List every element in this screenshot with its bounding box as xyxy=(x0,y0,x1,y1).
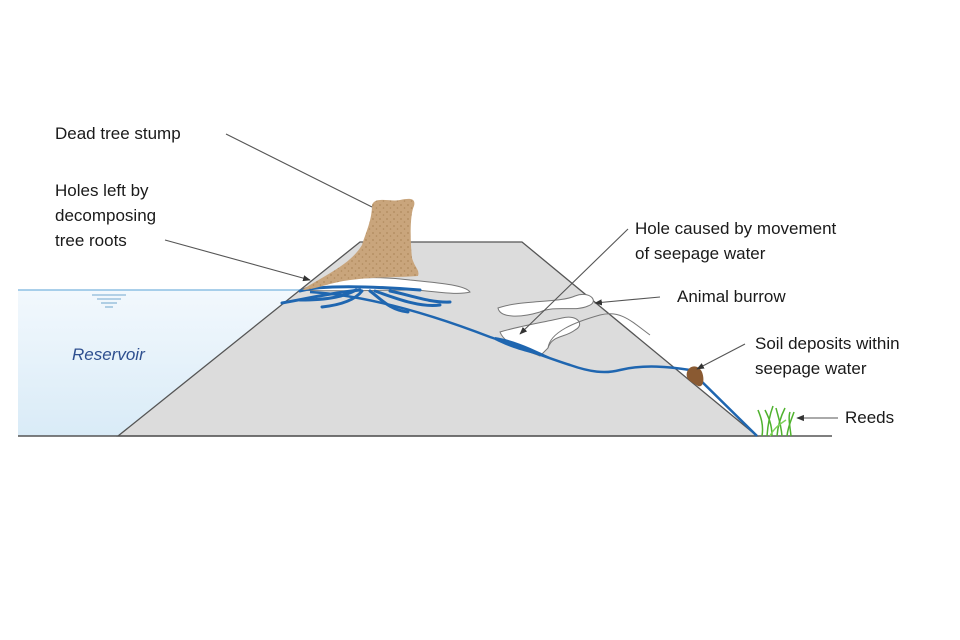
reservoir-water xyxy=(18,290,304,436)
leader-soil xyxy=(696,343,746,370)
burrow-tunnel xyxy=(547,313,651,349)
label-holes-left-2: decomposing xyxy=(55,206,156,225)
label-soil-deposits-2: seepage water xyxy=(755,359,867,378)
label-hole-caused-2: of seepage water xyxy=(635,244,766,263)
leader-stump xyxy=(225,133,373,208)
soil-deposit xyxy=(686,366,704,387)
water-level-icon xyxy=(92,294,126,308)
reeds-icon xyxy=(757,405,795,437)
leader-burrow xyxy=(594,296,661,306)
seepage-pool xyxy=(495,337,550,357)
leader-root-holes xyxy=(164,239,311,282)
label-hole-caused-1: Hole caused by movement xyxy=(635,219,837,238)
leader-seepage-hole xyxy=(519,228,629,335)
label-dead-tree-stump: Dead tree stump xyxy=(55,124,181,143)
seepage-path xyxy=(309,290,758,437)
label-holes-left-1: Holes left by xyxy=(55,181,149,200)
reservoir-label: Reservoir xyxy=(72,345,146,364)
label-soil-deposits-1: Soil deposits within xyxy=(755,334,900,353)
leader-lines xyxy=(164,133,838,422)
label-holes-left-3: tree roots xyxy=(55,231,127,250)
label-reeds: Reeds xyxy=(845,408,894,427)
tree-stump xyxy=(302,198,419,290)
label-animal-burrow: Animal burrow xyxy=(677,287,786,306)
animal-burrow xyxy=(497,293,594,317)
